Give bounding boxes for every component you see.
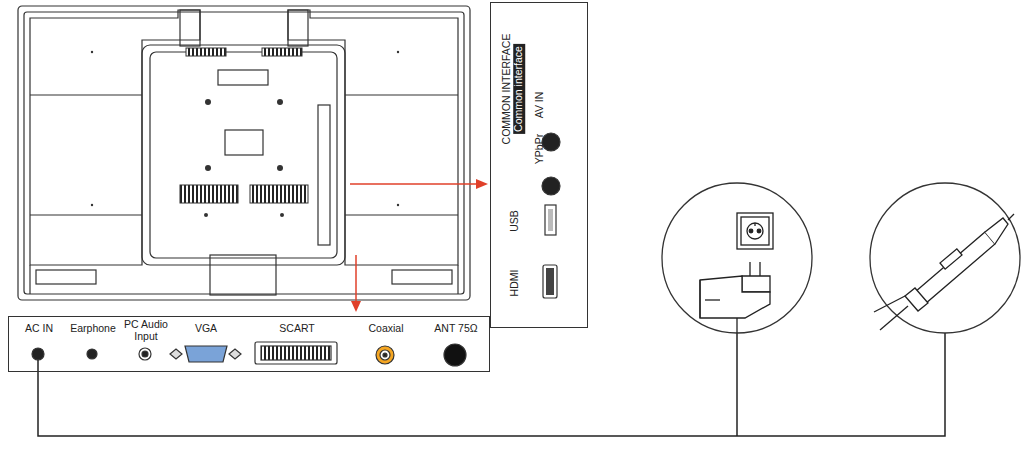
port-label: SCART xyxy=(279,323,314,335)
bottom-panel: AC IN Earphone PC Audio Input VGA SCART Coaxi… xyxy=(8,316,490,372)
panel-heading: COMMON INTERFACE xyxy=(501,34,513,145)
port-label: PC Audio Input xyxy=(121,319,171,342)
port-label: AV IN xyxy=(534,92,546,119)
port-label: ANT 75Ω xyxy=(434,323,477,335)
port-label: Coaxial xyxy=(368,323,403,335)
port-label: USB xyxy=(509,210,521,232)
port-label: HDMI xyxy=(509,270,521,297)
port-label: Earphone xyxy=(70,323,116,335)
port-label: VGA xyxy=(195,323,217,335)
slot-label: Common interface xyxy=(513,44,525,134)
port-label: YPbPr xyxy=(534,134,546,164)
port-label: AC IN xyxy=(25,323,53,335)
side-panel: COMMON INTERFACECommon interface AV IN YPb… xyxy=(490,2,588,328)
